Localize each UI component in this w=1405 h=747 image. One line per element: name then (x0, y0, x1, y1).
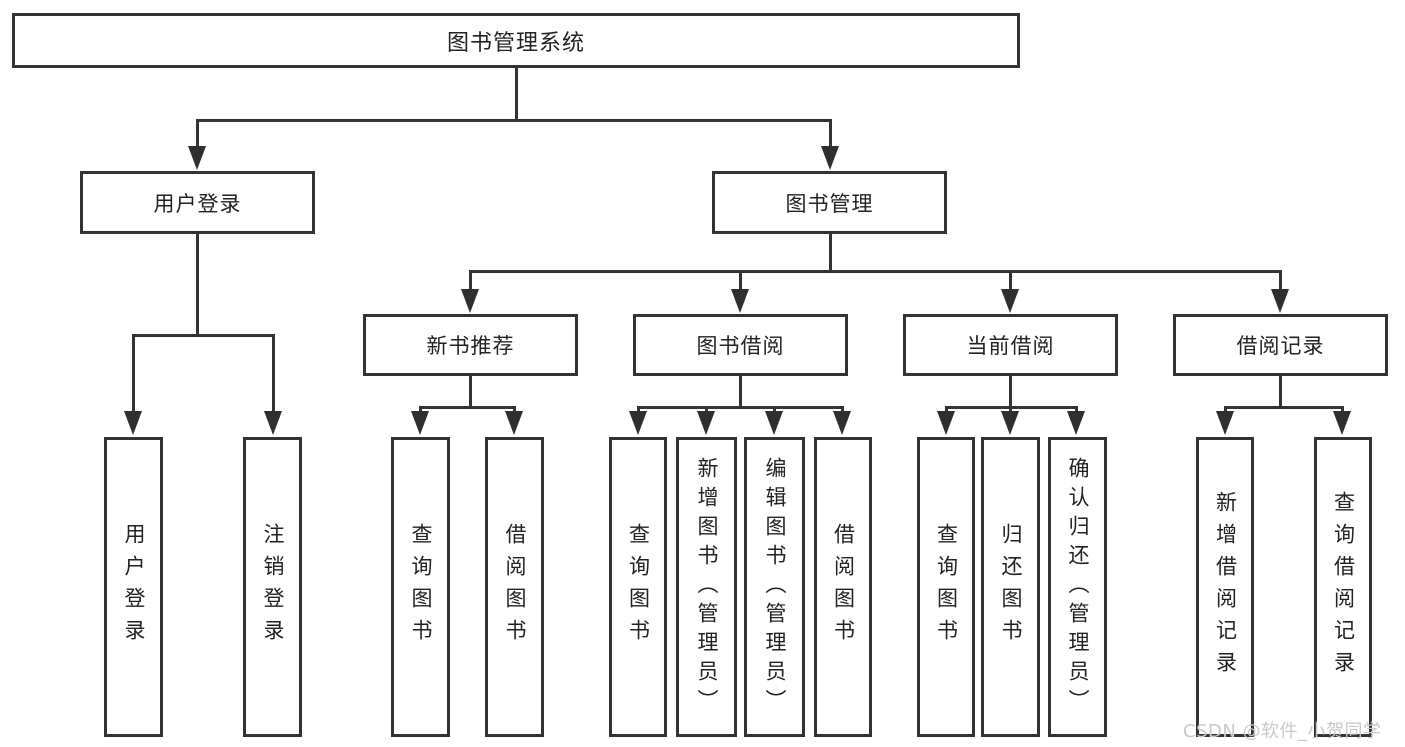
node-current-borrow: 当前借阅 (903, 314, 1118, 376)
leaf-nb-query-books: 查询图书 (391, 437, 450, 737)
connector (773, 406, 776, 415)
connector (1224, 406, 1344, 409)
leaf-cb-return-books: 归还图书 (981, 437, 1040, 737)
connector (829, 234, 832, 273)
connector (515, 68, 518, 121)
node-borrow-record: 借阅记录 (1173, 314, 1388, 376)
connector (829, 119, 832, 149)
arrowhead (765, 411, 783, 435)
arrowhead (629, 411, 647, 435)
leaf-nb-borrow-books: 借阅图书 (485, 437, 544, 737)
connector (637, 406, 640, 415)
node-library-management-system: 图书管理系统 (12, 13, 1020, 68)
arrowhead (1333, 411, 1351, 435)
connector (419, 406, 516, 409)
leaf-bb-edit-books-admin: 编辑图书（管理员） (744, 437, 805, 737)
arrowhead (505, 411, 523, 435)
arrowhead (821, 146, 839, 170)
connector (1009, 270, 1012, 292)
arrowhead (1001, 289, 1019, 313)
leaf-bb-borrow-books: 借阅图书 (814, 437, 872, 737)
connector (1009, 406, 1012, 415)
arrowhead (264, 411, 282, 435)
csdn-watermark: CSDN @软件_小贺同学 (1183, 721, 1382, 742)
connector (739, 270, 742, 292)
connector (705, 406, 708, 415)
connector (132, 334, 135, 412)
arrowhead (697, 411, 715, 435)
leaf-logout-login: 注销登录 (243, 437, 302, 737)
leaf-bb-query-books: 查询图书 (609, 437, 667, 737)
connector (1279, 270, 1282, 292)
leaf-cb-query-books: 查询图书 (917, 437, 975, 737)
leaf-bb-add-books-admin: 新增图书（管理员） (676, 437, 737, 737)
connector (1279, 376, 1282, 409)
connector (196, 119, 199, 149)
connector (469, 270, 1282, 273)
arrowhead (188, 146, 206, 170)
connector (272, 334, 275, 412)
node-book-borrow: 图书借阅 (633, 314, 848, 376)
arrowhead (731, 289, 749, 313)
connector (739, 376, 742, 409)
connector (196, 234, 199, 336)
arrowhead (411, 411, 429, 435)
connector (945, 406, 948, 415)
node-new-book-recommend: 新书推荐 (363, 314, 578, 376)
connector (841, 406, 844, 415)
connector (1009, 376, 1012, 409)
leaf-user-login: 用户登录 (104, 437, 163, 737)
arrowhead (1067, 411, 1085, 435)
connector (132, 334, 275, 337)
arrowhead (1001, 411, 1019, 435)
node-user-login: 用户登录 (80, 171, 315, 234)
connector (1224, 406, 1227, 415)
node-book-management: 图书管理 (712, 171, 947, 234)
connector (1075, 406, 1078, 415)
connector (637, 406, 844, 409)
arrowhead (833, 411, 851, 435)
connector (196, 119, 832, 122)
connector (1341, 406, 1344, 415)
leaf-cb-confirm-return-admin: 确认归还（管理员） (1048, 437, 1107, 737)
connector (419, 406, 422, 415)
arrowhead (937, 411, 955, 435)
leaf-br-query-record: 查询借阅记录 (1314, 437, 1372, 737)
connector (469, 270, 472, 292)
connector (469, 376, 472, 409)
arrowhead (1216, 411, 1234, 435)
arrowhead (1271, 289, 1289, 313)
arrowhead (461, 289, 479, 313)
connector (513, 406, 516, 415)
arrowhead (124, 411, 142, 435)
leaf-br-add-record: 新增借阅记录 (1196, 437, 1254, 737)
